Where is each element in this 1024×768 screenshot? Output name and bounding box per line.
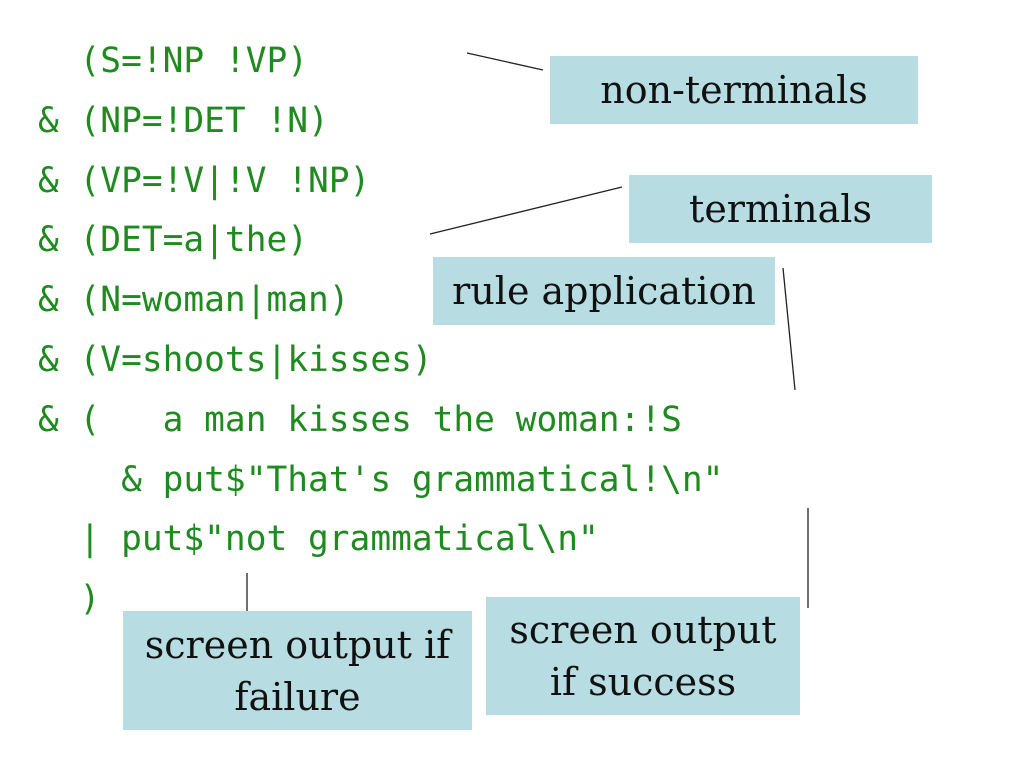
code-line-4: & (DET=a|the) [38,220,309,260]
code-line-8: & put$"That's grammatical!\n" [38,460,724,500]
code-line-9: | put$"not grammatical\n" [38,519,599,559]
code-line-7: & ( a man kisses the woman:!S [38,400,682,440]
code-line-1: (S=!NP !VP) [38,41,309,81]
label-output-failure-text: screen output if failure [144,622,451,719]
label-non-terminals-text: non-terminals [600,68,868,112]
label-output-success: screen output if success [486,597,800,715]
code-line-5: & (N=woman|man) [38,280,350,320]
label-rule-application: rule application [433,257,775,325]
label-output-success-text: screen output if success [509,608,777,704]
label-rule-application-text: rule application [452,269,756,313]
label-non-terminals: non-terminals [550,56,918,124]
code-line-10: ) [38,579,101,619]
leader-rule-application [782,267,796,391]
code-line-3: & (VP=!V|!V !NP) [38,161,371,201]
label-terminals-text: terminals [689,187,872,231]
code-line-2: & (NP=!DET !N) [38,101,329,141]
code-line-6: & (V=shoots|kisses) [38,340,433,380]
leader-non-terminals [466,52,544,71]
leader-terminals [429,186,623,235]
label-output-failure: screen output if failure [123,611,472,730]
label-terminals: terminals [629,175,932,243]
